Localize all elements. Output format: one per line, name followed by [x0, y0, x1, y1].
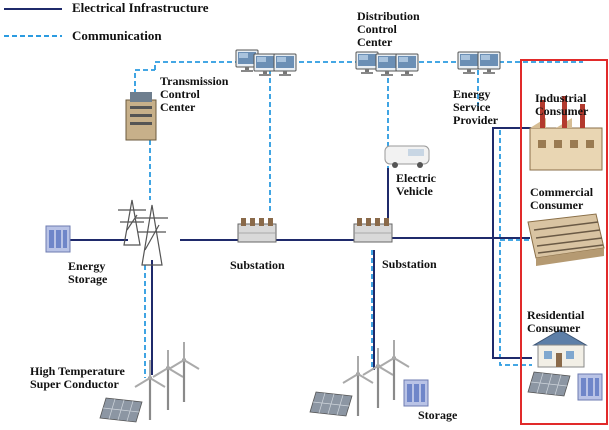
industrial-consumer-label: Industrial Consumer [535, 92, 588, 118]
ev-line2: Vehicle [396, 184, 433, 198]
commercial-consumer-label: Commercial Consumer [530, 186, 593, 212]
legend-communication-label: Communication [72, 28, 162, 43]
ev-line1: Electric [396, 171, 436, 185]
legend-electrical-label: Electrical Infrastructure [72, 0, 209, 15]
substation-right-label: Substation [382, 257, 437, 271]
house-icon [532, 329, 588, 368]
industrial-line1: Industrial [535, 91, 587, 105]
commercial-line2: Consumer [530, 198, 584, 212]
esp-monitors [457, 51, 501, 75]
transmission-line1: Transmission [160, 74, 229, 88]
residential-line2: Consumer [527, 321, 581, 335]
htsc-line2: Super Conductor [30, 377, 119, 391]
distribution-line2: Control [357, 22, 397, 36]
solar-panel-icon [99, 397, 143, 423]
consumer-boundary-box [520, 59, 608, 425]
transmission-control-monitors [235, 49, 297, 77]
distribution-line3: Center [357, 35, 393, 49]
substation-left-label: Substation [230, 258, 285, 272]
storage-battery-icon [403, 379, 429, 407]
distribution-control-center-label: Distribution Control Center [357, 10, 420, 49]
storage-label: Storage [418, 408, 458, 422]
htsc-label: High Temperature Super Conductor [30, 365, 125, 391]
factory-icon [529, 96, 603, 171]
energy-storage-line2: Storage [68, 272, 108, 286]
esp-line3: Provider [453, 113, 499, 127]
control-building-icon [125, 92, 157, 141]
distribution-line1: Distribution [357, 9, 420, 23]
esp-line2: Service [453, 100, 491, 114]
wind-turbine-icon [341, 338, 411, 418]
industrial-line2: Consumer [535, 104, 589, 118]
transmission-tower-icon [118, 199, 168, 266]
esp-line1: Energy [453, 87, 491, 101]
energy-storage-label: Energy Storage [68, 260, 107, 286]
substation-left-transformer-icon [237, 217, 277, 243]
solar-panel-icon [309, 391, 353, 417]
transmission-line3: Center [160, 100, 196, 114]
electrical-network [70, 127, 534, 375]
solar-panel-icon [527, 371, 571, 397]
energy-storage-line1: Energy [68, 259, 106, 273]
transmission-control-center-label: Transmission Control Center [160, 75, 228, 114]
electric-vehicle-icon [384, 145, 430, 168]
office-building-icon [527, 213, 605, 266]
distribution-control-monitors [355, 51, 419, 77]
commercial-line1: Commercial [530, 185, 594, 199]
residential-consumer-label: Residential Consumer [527, 309, 584, 335]
transmission-line2: Control [160, 87, 200, 101]
energy-service-provider-label: Energy Service Provider [453, 88, 498, 127]
electric-vehicle-label: Electric Vehicle [396, 172, 436, 198]
substation-right-transformer-icon [353, 217, 393, 243]
energy-storage-battery-icon [45, 225, 71, 253]
residential-battery-icon [577, 373, 603, 401]
htsc-line1: High Temperature [30, 364, 125, 378]
residential-line1: Residential [527, 308, 585, 322]
